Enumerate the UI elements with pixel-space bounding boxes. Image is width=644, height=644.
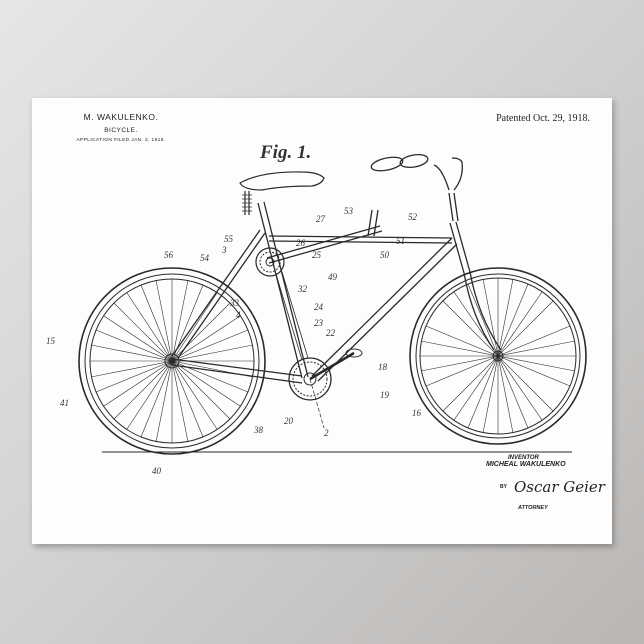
svg-text:56: 56 <box>164 250 174 260</box>
svg-text:54: 54 <box>200 253 210 263</box>
svg-text:55: 55 <box>224 234 234 244</box>
svg-text:4: 4 <box>236 310 241 320</box>
svg-text:3: 3 <box>221 245 227 255</box>
svg-text:25: 25 <box>312 250 322 260</box>
patent-poster: M. WAKULENKO. BICYCLE. APPLICATION FILED… <box>32 98 612 544</box>
svg-text:49: 49 <box>328 272 338 282</box>
attorney-label: ATTORNEY <box>518 505 548 511</box>
front-wheel-icon <box>409 267 587 445</box>
filing-date: APPLICATION FILED JAN. 2, 1918. <box>76 138 166 143</box>
by-label: BY <box>500 484 507 490</box>
patent-date: Patented Oct. 29, 1918. <box>496 113 590 124</box>
svg-text:24: 24 <box>314 302 324 312</box>
inventor-short-name: M. WAKULENKO. <box>83 112 159 122</box>
header-left: M. WAKULENKO. BICYCLE. APPLICATION FILED… <box>32 112 210 143</box>
svg-text:2: 2 <box>324 428 329 438</box>
bicycle-frame <box>171 153 502 384</box>
svg-text:52: 52 <box>408 212 418 222</box>
bicycle-drawing: 56 54 55 3 27 26 25 53 52 51 50 49 32 33… <box>46 153 587 476</box>
svg-text:41: 41 <box>60 398 69 408</box>
svg-text:50: 50 <box>380 250 390 260</box>
svg-text:22: 22 <box>326 328 336 338</box>
svg-text:19: 19 <box>380 390 390 400</box>
inventor-name: MICHEAL WAKULENKO <box>486 461 566 468</box>
rear-wheel-icon <box>78 267 266 455</box>
svg-text:26: 26 <box>296 238 306 248</box>
svg-text:20: 20 <box>284 416 294 426</box>
upper-sprocket-icon <box>255 247 285 277</box>
svg-text:40: 40 <box>152 466 162 476</box>
signature-block: INVENTOR MICHEAL WAKULENKO BY Oscar Geie… <box>480 455 610 511</box>
attorney-signature: Oscar Geier <box>514 478 605 496</box>
invention-title: BICYCLE. <box>104 127 138 134</box>
svg-text:32: 32 <box>297 284 308 294</box>
svg-text:23: 23 <box>314 318 324 328</box>
svg-text:53: 53 <box>344 206 354 216</box>
svg-text:16: 16 <box>412 408 422 418</box>
figure-label: Fig. 1. <box>260 142 312 163</box>
chainring-icon <box>288 348 363 429</box>
svg-text:51: 51 <box>396 236 405 246</box>
svg-text:27: 27 <box>316 214 326 224</box>
reference-numbers: 56 54 55 3 27 26 25 53 52 51 50 49 32 33… <box>46 206 422 476</box>
inventor-label: INVENTOR <box>508 455 539 461</box>
svg-text:18: 18 <box>378 362 388 372</box>
svg-text:15: 15 <box>46 336 56 346</box>
svg-text:33: 33 <box>229 298 240 308</box>
saddle-icon <box>239 171 325 215</box>
svg-text:38: 38 <box>253 425 264 435</box>
